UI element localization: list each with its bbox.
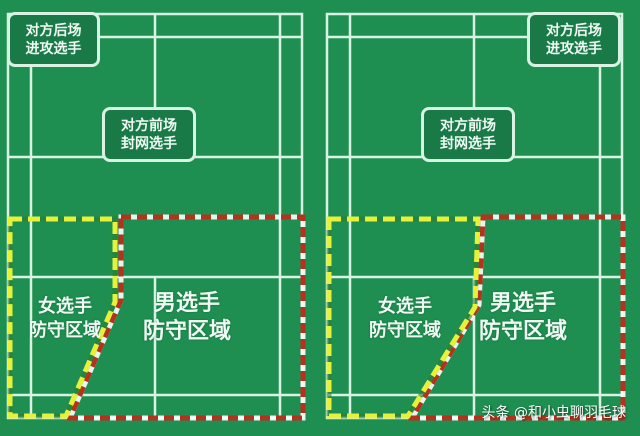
left-female-zone-label: 女选手 防守区域 — [20, 295, 110, 343]
left-opponent-back-line2: 进攻选手 — [25, 40, 82, 57]
right-male-zone-line1: 男选手 — [489, 291, 556, 316]
left-female-zone-line1: 女选手 — [38, 296, 92, 317]
left-opponent-front-line2: 封网选手 — [121, 135, 177, 152]
left-opponent-front-line1: 对方前场 — [121, 117, 177, 134]
right-male-zone-label: 男选手 防守区域 — [468, 290, 578, 346]
right-male-zone-outline — [407, 214, 626, 421]
left-female-zone-outline — [7, 216, 118, 419]
left-male-zone-line1: 男选手 — [153, 291, 220, 316]
right-opponent-front-line1: 对方前场 — [440, 117, 496, 134]
left-opponent-back-label: 对方后场 进攻选手 — [7, 12, 100, 67]
right-opponent-back-label: 对方后场 进攻选手 — [527, 12, 621, 67]
left-male-zone-outline — [66, 214, 306, 421]
left-opponent-front-label: 对方前场 封网选手 — [102, 107, 196, 162]
left-male-zone-line2: 防守区域 — [142, 319, 231, 344]
left-opponent-back-line1: 对方后场 — [25, 22, 82, 39]
right-opponent-front-line2: 封网选手 — [440, 135, 496, 152]
left-female-zone-line2: 防守区域 — [29, 320, 101, 341]
watermark: 头条 @和小虫聊羽毛球 — [481, 405, 626, 421]
right-opponent-front-label: 对方前场 封网选手 — [421, 107, 515, 162]
right-opponent-back-line2: 进攻选手 — [546, 40, 602, 57]
left-male-zone-label: 男选手 防守区域 — [132, 290, 242, 346]
right-female-zone-outline — [326, 216, 481, 419]
right-male-zone-line2: 防守区域 — [478, 319, 567, 344]
right-opponent-back-line1: 对方后场 — [546, 22, 602, 39]
right-female-zone-line1: 女选手 — [378, 296, 432, 317]
right-female-zone-label: 女选手 防守区域 — [360, 295, 450, 343]
right-female-zone-line2: 防守区域 — [369, 320, 441, 341]
